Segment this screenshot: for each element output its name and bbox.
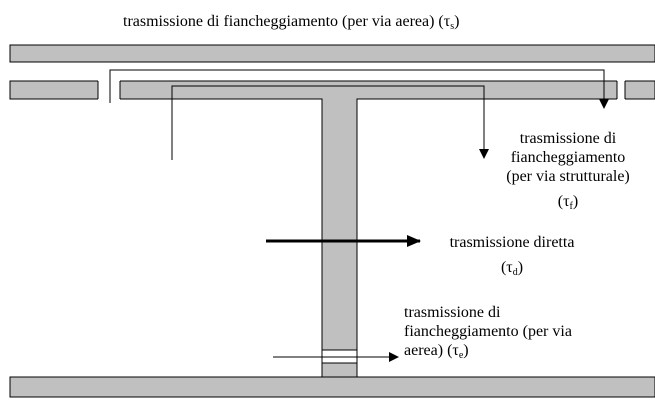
tau-f-symbol: (τ	[557, 193, 570, 210]
bottom-slab	[9, 376, 655, 398]
label-flanking-structural-line3: (per via strutturale)	[506, 168, 630, 185]
tau-f-close: )	[572, 193, 579, 210]
floor-joint-right	[617, 80, 625, 100]
label-direct: trasmissione diretta (τd)	[437, 233, 587, 278]
label-flanking-structural-line2: fiancheggiamento	[510, 149, 626, 166]
tau-f-sub: f	[569, 201, 573, 212]
tau-e-close: )	[463, 342, 469, 359]
tau-e-prefix: aerea) (τ	[404, 342, 459, 359]
label-flanking-structural-symbol: (τf)	[488, 192, 648, 212]
tau-d-symbol: (τ	[500, 259, 513, 276]
label-direct-symbol: (τd)	[437, 258, 587, 278]
label-flanking-air-bottom-line1: trasmissione di	[404, 304, 501, 321]
label-flanking-air-top-text: trasmissione di fiancheggiamento (per vi…	[123, 13, 451, 30]
tau-d-sub: d	[512, 267, 518, 278]
tau-d-close: )	[517, 259, 524, 276]
label-flanking-air-bottom: trasmissione di fiancheggiamento (per vi…	[404, 303, 572, 361]
label-flanking-structural: trasmissione di fiancheggiamento (per vi…	[488, 129, 648, 212]
label-flanking-air-top-sub: s	[450, 21, 455, 32]
label-flanking-air-top-close: )	[454, 13, 460, 30]
label-flanking-air-top: trasmissione di fiancheggiamento (per vi…	[123, 12, 460, 32]
floor-joint-left	[98, 80, 120, 100]
label-flanking-structural-line1: trasmissione di	[519, 130, 617, 147]
label-flanking-air-bottom-line3: aerea) (τe)	[404, 341, 572, 361]
label-flanking-air-bottom-line2: fiancheggiamento (per via	[404, 323, 572, 340]
tau-e-sub: e	[458, 350, 464, 361]
flanking-air-top-path	[109, 69, 609, 109]
flanking-structural-path	[171, 85, 489, 160]
label-direct-line1: trasmissione diretta	[449, 234, 575, 251]
top-slab	[9, 44, 655, 63]
